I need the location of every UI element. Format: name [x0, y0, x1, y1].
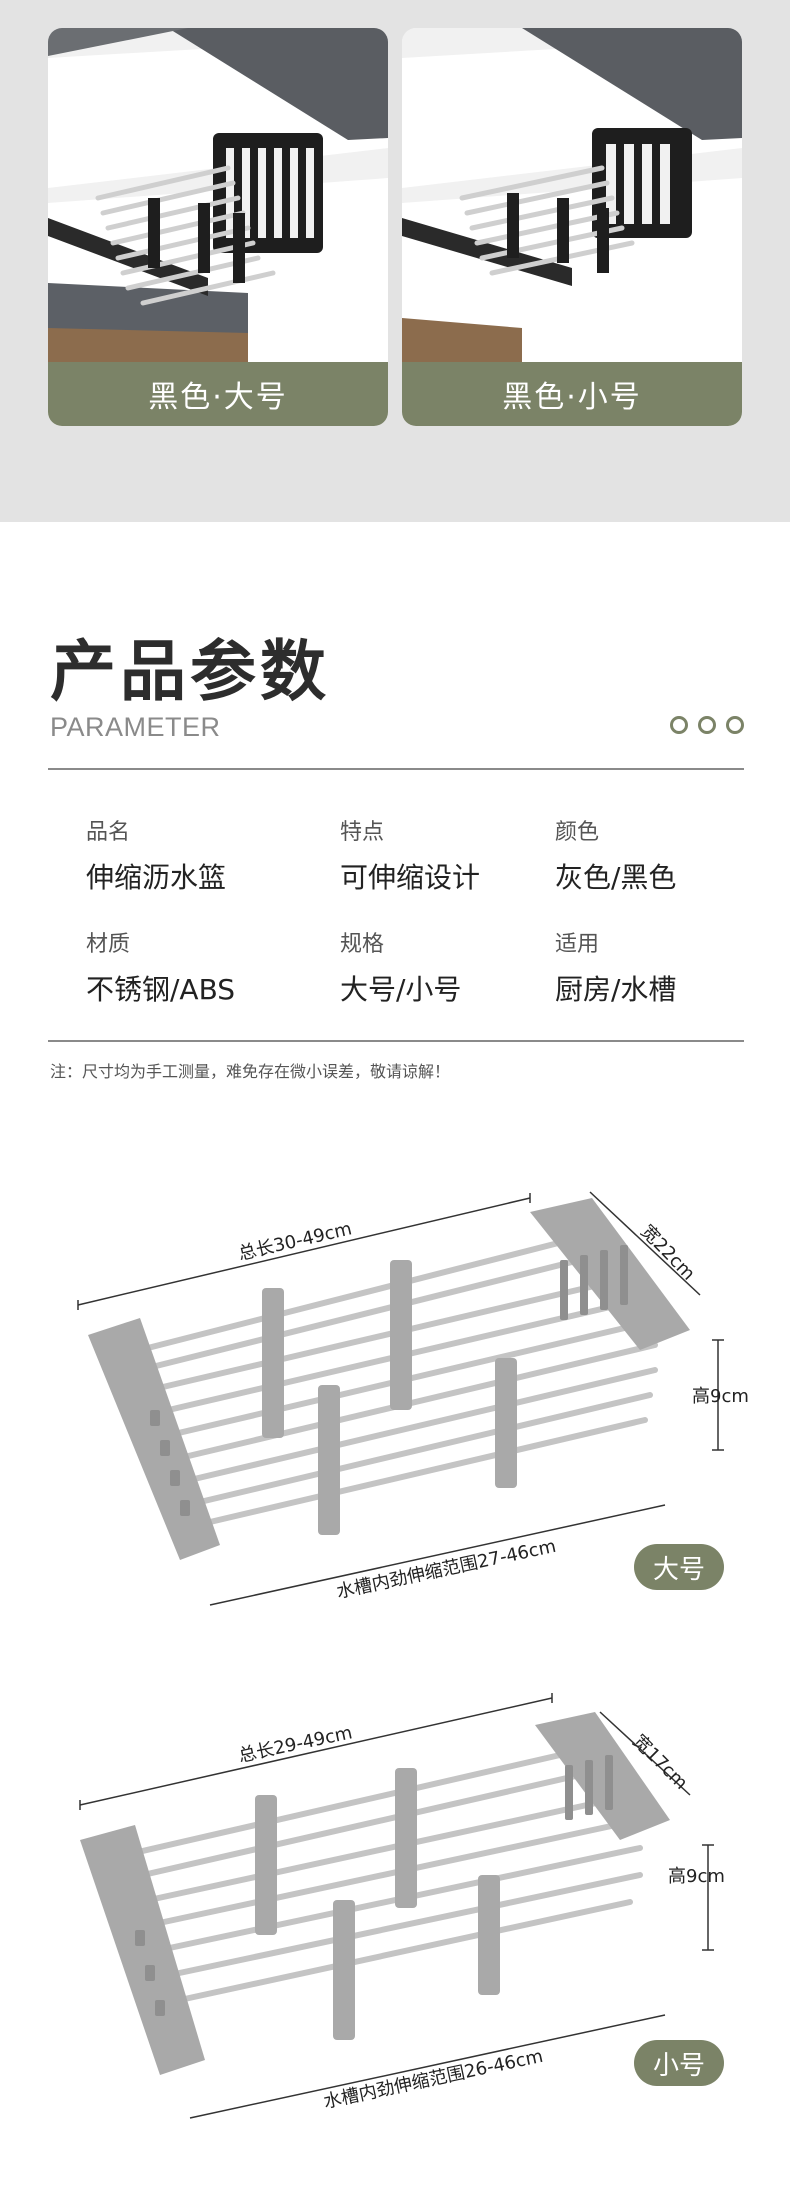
spec-key: 颜色 — [555, 820, 600, 845]
dim-height: 高9cm — [692, 1386, 749, 1407]
small-basket-photo — [402, 28, 742, 362]
spec-key: 特点 — [340, 820, 385, 845]
section-title: 产品参数 — [50, 633, 330, 710]
variant-label: 黑色·小号 — [402, 362, 742, 426]
variant-card-small-black[interactable]: 黑色·小号 — [402, 28, 742, 426]
large-size-diagram: 总长30-49cm 宽22cm 高9cm 水槽内劲伸缩范围27-46cm — [77, 1191, 749, 1606]
variant-card-large-black[interactable]: 黑色·大号 — [48, 28, 388, 426]
decorative-dots-icon — [670, 716, 744, 734]
spec-value: 灰色/黑色 — [555, 861, 677, 894]
size-badge-small: 小号 — [634, 2040, 724, 2086]
spec-item: 颜色 灰色/黑色 — [555, 814, 676, 896]
spec-item: 规格 大号/小号 — [340, 926, 461, 1008]
small-size-diagram: 总长29-49cm 宽17cm 高9cm 水槽内劲伸缩范围26-46cm — [79, 1693, 725, 2119]
spec-value: 大号/小号 — [340, 973, 462, 1006]
spec-value: 厨房/水槽 — [555, 973, 677, 1006]
large-basket-photo — [48, 28, 388, 362]
dim-height: 高9cm — [668, 1866, 725, 1887]
spec-key: 规格 — [340, 932, 385, 957]
divider-bottom — [48, 1040, 744, 1042]
product-variants-band: 黑色·大号 黑色·小号 — [0, 0, 790, 522]
spec-key: 适用 — [555, 932, 600, 957]
spec-value: 不锈钢/ABS — [86, 973, 236, 1006]
spec-item: 材质 不锈钢/ABS — [86, 926, 235, 1008]
variant-label: 黑色·大号 — [48, 362, 388, 426]
dim-sink-range: 水槽内劲伸缩范围26-46cm — [322, 2046, 545, 2113]
divider-top — [48, 768, 744, 770]
spec-item: 适用 厨房/水槽 — [555, 926, 676, 1008]
dim-sink-range: 水槽内劲伸缩范围27-46cm — [335, 1536, 558, 1603]
section-subtitle: PARAMETER — [50, 712, 221, 742]
dim-total-length: 总长29-49cm — [237, 1722, 355, 1767]
size-badge-large: 大号 — [634, 1544, 724, 1590]
measurement-note: 注：尺寸均为手工测量，难免存在微小误差，敬请谅解！ — [50, 1062, 451, 1081]
spec-item: 品名 伸缩沥水篮 — [86, 814, 226, 896]
spec-value: 伸缩沥水篮 — [86, 861, 227, 894]
dim-total-length: 总长30-49cm — [236, 1218, 353, 1264]
spec-item: 特点 可伸缩设计 — [340, 814, 480, 896]
spec-value: 可伸缩设计 — [340, 861, 481, 894]
spec-key: 品名 — [86, 820, 131, 845]
spec-key: 材质 — [86, 932, 131, 957]
